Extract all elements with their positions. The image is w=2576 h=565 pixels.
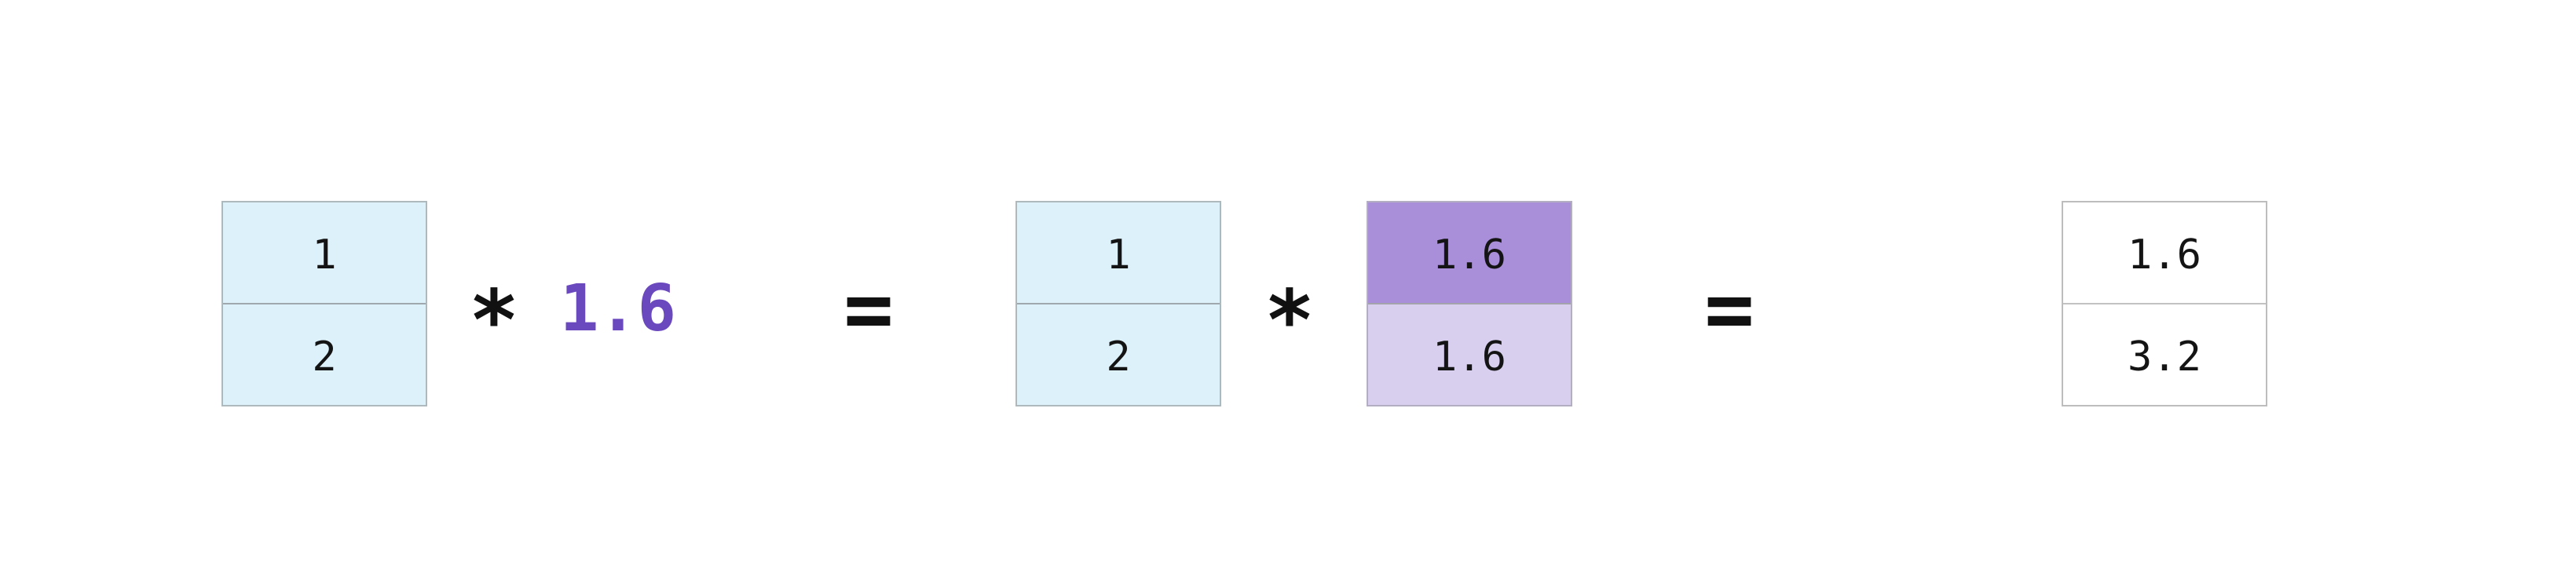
broadcast-vector-cell-1: 1.6 — [1368, 303, 1571, 405]
broadcast-vector: 1.6 1.6 — [1367, 201, 1572, 406]
result-vector-cell-1: 3.2 — [2063, 303, 2266, 405]
multiply-operator-1: * — [447, 254, 541, 363]
input-vector-cell-0: 1 — [223, 202, 426, 303]
input-vector-value-0: 1 — [312, 231, 337, 279]
input-vector-repeat-cell-0: 1 — [1017, 202, 1220, 303]
result-vector: 1.6 3.2 — [2062, 201, 2267, 406]
broadcast-vector-cell-0: 1.6 — [1368, 202, 1571, 303]
broadcast-vector-value-1: 1.6 — [1433, 334, 1506, 381]
input-vector-cell-1: 2 — [223, 303, 426, 405]
equals-symbol: = — [1704, 261, 1755, 358]
input-vector-repeat-value-1: 2 — [1106, 334, 1131, 381]
asterisk-symbol: * — [469, 272, 519, 370]
result-vector-value-0: 1.6 — [2128, 231, 2201, 279]
scalar-value: 1.6 — [540, 250, 697, 360]
result-vector-value-1: 3.2 — [2128, 334, 2201, 381]
equals-symbol: = — [843, 261, 894, 358]
input-vector-value-1: 2 — [312, 334, 337, 381]
input-vector-repeat-value-0: 1 — [1106, 231, 1131, 279]
broadcast-vector-value-0: 1.6 — [1433, 231, 1506, 279]
equals-operator-1: = — [821, 254, 916, 356]
input-vector: 1 2 — [221, 201, 427, 406]
input-vector-repeat: 1 2 — [1015, 201, 1221, 406]
result-vector-cell-0: 1.6 — [2063, 202, 2266, 303]
equals-operator-2: = — [1682, 254, 1776, 356]
multiply-operator-2: * — [1242, 254, 1337, 363]
asterisk-symbol: * — [1264, 272, 1315, 370]
input-vector-repeat-cell-1: 2 — [1017, 303, 1220, 405]
scalar-text: 1.6 — [559, 271, 677, 346]
